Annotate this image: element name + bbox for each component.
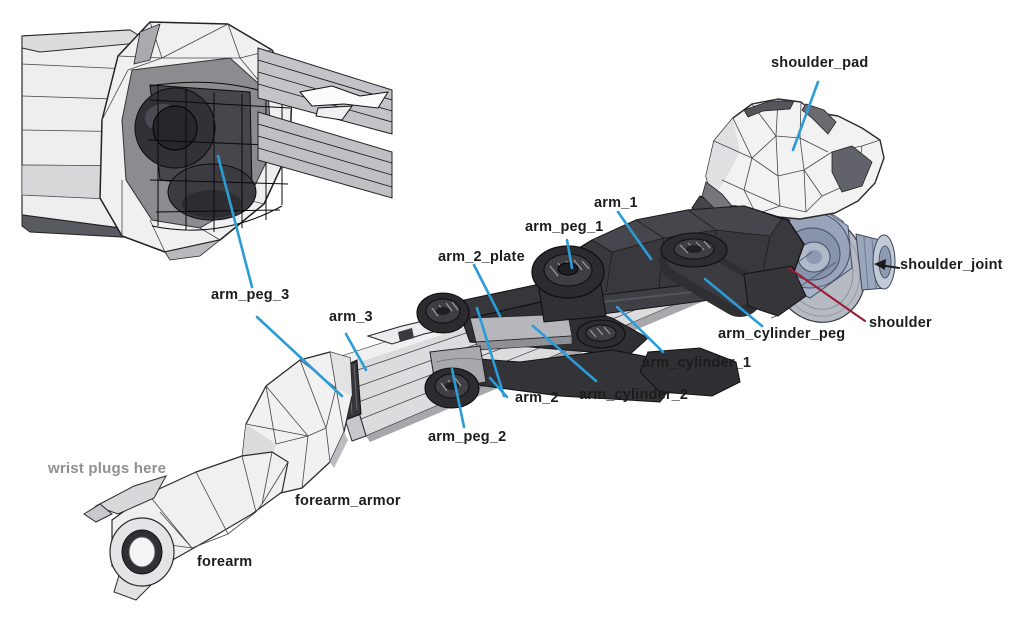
arm-peg-1-eye <box>531 245 607 323</box>
label-forearm-armor: forearm_armor <box>295 493 401 509</box>
label-arm-2: arm_2 <box>515 390 559 406</box>
inset-dark-band <box>21 214 141 239</box>
shoulder-joint-arrowhead <box>874 259 886 270</box>
label-shoulder-pad: shoulder_pad <box>771 55 869 71</box>
lower-mid-eye <box>576 319 626 349</box>
inset-arm-peg-3 <box>134 84 257 221</box>
leader-arm-2-plate <box>472 263 502 318</box>
arm-2-bottom-eye <box>424 367 480 409</box>
inset-closeup-view <box>21 21 393 261</box>
shoulder-joint-mesh <box>855 233 896 291</box>
leader-arm-cylinder-1 <box>615 305 665 354</box>
label-arm-peg-3: arm_peg_3 <box>211 287 290 303</box>
leader-arm-peg-2 <box>450 367 466 429</box>
leader-shoulder <box>788 267 866 322</box>
leader-arm-peg-3-down <box>255 315 344 398</box>
label-arm-peg-1: arm_peg_1 <box>525 219 604 235</box>
leader-arm-2-a <box>475 306 506 398</box>
label-arm-cylinder-peg: arm_cylinder_peg <box>718 326 846 342</box>
wrist-socket <box>109 517 175 587</box>
leader-arm-2-b <box>488 376 509 399</box>
dark-linkage-mesh <box>416 205 807 409</box>
arm-2-top-eye <box>416 292 470 334</box>
label-arm-peg-2: arm_peg_2 <box>428 429 507 445</box>
label-arm-1: arm_1 <box>594 195 638 211</box>
label-arm-cylinder-1: arm_cylinder_1 <box>642 355 752 371</box>
leader-shoulder-pad <box>791 80 820 152</box>
leader-arm-cylinder-2 <box>531 324 598 383</box>
leader-arm-1 <box>616 210 653 261</box>
label-forearm: forearm <box>197 554 253 570</box>
label-arm-2-plate: arm_2_plate <box>438 249 525 265</box>
leader-lines <box>216 80 900 429</box>
label-shoulder-joint: shoulder_joint <box>900 257 1003 273</box>
leader-arm-3 <box>344 332 368 372</box>
inset-rails <box>257 47 393 199</box>
label-shoulder: shoulder <box>869 315 932 331</box>
leader-arm-peg-3-up <box>216 154 254 289</box>
arm-1-boss <box>660 232 728 268</box>
label-arm-cylinder-2: arm_cylinder_2 <box>579 387 689 403</box>
label-arm-3: arm_3 <box>329 309 373 325</box>
forearm-mesh <box>83 451 289 601</box>
label-wrist-note: wrist plugs here <box>48 460 167 477</box>
leader-arm-peg-1 <box>565 238 574 270</box>
leader-arm-cylinder-peg <box>703 277 764 328</box>
